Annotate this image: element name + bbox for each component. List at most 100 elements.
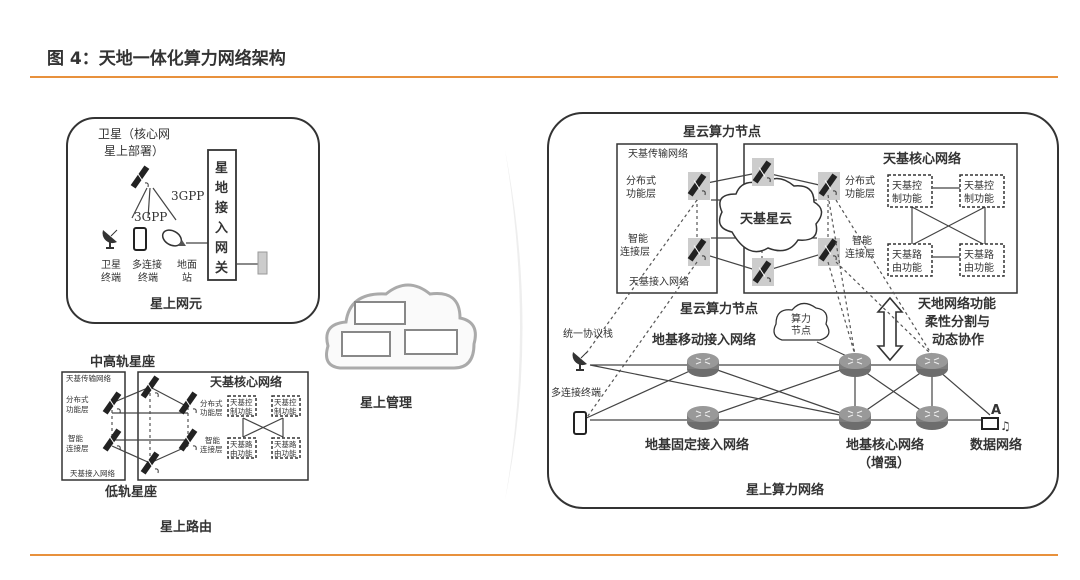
svg-text:A: A <box>991 403 1001 418</box>
panel-management: 星上管理 <box>325 150 523 500</box>
sat-terminal-label-2: 终端 <box>101 271 121 284</box>
flow-arrow-decoration <box>505 150 523 500</box>
svg-text:制功能: 制功能 <box>230 406 253 416</box>
svg-text:天基路: 天基路 <box>230 439 253 449</box>
svg-text:♫: ♫ <box>1000 419 1011 433</box>
server-icon <box>257 251 268 275</box>
layer1-label: 分布式 <box>626 174 656 187</box>
svg-text:由功能: 由功能 <box>892 261 922 274</box>
svg-text:地: 地 <box>215 180 228 196</box>
satellite-core-label-2: 星上部署） <box>104 143 164 158</box>
multi-terminal-label: 多连接 <box>132 258 162 271</box>
svg-text:天基控: 天基控 <box>274 397 297 407</box>
3gpp-label-a: 3GPP <box>171 189 204 203</box>
router-icon <box>915 352 949 378</box>
figure-title: 图 4：天地一体化算力网络架构 <box>47 49 286 69</box>
core-enhanced-label: （增强） <box>858 455 910 471</box>
layer1-label: 分布式 <box>66 394 89 404</box>
3gpp-label-b: 3GPP <box>134 210 167 224</box>
svg-text:由功能: 由功能 <box>274 448 297 458</box>
layer2-label-r: 智能 <box>852 234 872 247</box>
protocol-stack-label: 统一协议栈 <box>563 327 613 340</box>
layer1-label-r: 分布式 <box>200 398 223 408</box>
layer1-label-r: 分布式 <box>845 174 875 187</box>
ground-station-icon <box>161 229 186 247</box>
svg-text:制功能: 制功能 <box>964 192 994 205</box>
layer2-label-r: 智能 <box>205 435 220 445</box>
sky-cloud-label: 天基星云 <box>740 211 792 227</box>
satellite-core-label: 卫星（核心网 <box>98 127 170 141</box>
svg-text:制功能: 制功能 <box>274 406 297 416</box>
panel-routing: 中高轨星座 天基传输网络 分布式 功能层 智能 连接层 天基接入网络 天基核心网… <box>61 354 309 535</box>
svg-text:动态协作: 动态协作 <box>932 332 984 348</box>
layer1-label-2: 功能层 <box>626 187 656 200</box>
satellite-dish-icon <box>101 229 118 249</box>
panel-onboard-element: 卫星（核心网 星上部署） 3GPP 3GPP 卫星 终端 多连接 终端 地面 站… <box>66 117 320 324</box>
core-network-label: 天基核心网络 <box>210 374 282 389</box>
phone-icon <box>133 227 147 251</box>
ground-station-label: 地面 <box>177 258 197 271</box>
panel-caption-compute: 星上算力网络 <box>746 482 824 498</box>
svg-text:天基控: 天基控 <box>964 179 994 192</box>
data-network-label: 数据网络 <box>970 437 1022 453</box>
panel-compute-network: 星云算力节点 天基传输网络 分布式 功能层 智能 连接层 天基接入网络 天基核心… <box>547 112 1059 509</box>
ground-station-label-2: 站 <box>182 271 192 284</box>
fixed-access-label: 地基固定接入网络 <box>645 437 749 453</box>
compute-node-cloud: 算力 节点 <box>773 302 830 341</box>
layer2-label-r2: 连接层 <box>845 247 875 260</box>
svg-text:天地网络功能: 天地网络功能 <box>918 296 996 312</box>
satellite-dish-icon <box>571 351 588 371</box>
svg-text:关: 关 <box>215 260 228 276</box>
split-label: 天地网络功能 柔性分割与 动态协作 <box>918 296 996 348</box>
router-icon <box>915 405 949 431</box>
svg-text:网: 网 <box>215 241 228 256</box>
layer2-label-2: 连接层 <box>620 245 650 258</box>
svg-text:算力: 算力 <box>791 312 811 325</box>
svg-text:天基路: 天基路 <box>274 439 297 449</box>
svg-text:天基控: 天基控 <box>230 397 253 407</box>
layer2-label: 智能 <box>628 232 648 245</box>
transport-network-label: 天基传输网络 <box>66 373 111 383</box>
svg-text:天基控: 天基控 <box>892 179 922 192</box>
gateway-label: 星 地 接 入 网 关 <box>215 161 228 276</box>
svg-text:节点: 节点 <box>791 325 811 337</box>
svg-text:接: 接 <box>215 200 228 216</box>
router-icon <box>686 405 720 431</box>
layer1-label-r2: 功能层 <box>845 187 875 200</box>
meo-geo-label: 中高轨星座 <box>90 354 155 370</box>
svg-text:入: 入 <box>215 221 228 236</box>
cloud-compute-node-label: 星云算力节点 <box>683 124 761 140</box>
sat-terminal-label: 卫星 <box>101 259 121 271</box>
mobile-access-label: 地基移动接入网络 <box>652 332 756 348</box>
router-icon <box>838 405 872 431</box>
svg-text:制功能: 制功能 <box>892 192 922 205</box>
core-network-label: 天基核心网络 <box>883 151 961 167</box>
svg-text:由功能: 由功能 <box>964 261 994 274</box>
cloud-compute-node-label-2: 星云算力节点 <box>680 301 758 317</box>
leo-label: 低轨星座 <box>104 484 157 500</box>
bidirectional-arrow-icon <box>876 296 904 362</box>
svg-text:天基路: 天基路 <box>964 248 994 261</box>
transport-network-label: 天基传输网络 <box>628 147 688 160</box>
panel-caption-routing: 星上路由 <box>160 519 212 535</box>
panel-caption-onboard: 星上网元 <box>150 297 202 312</box>
layer2-label-r2: 连接层 <box>200 444 223 454</box>
panel-caption-management: 星上管理 <box>360 395 412 411</box>
phone-icon <box>573 411 587 435</box>
bottom-divider <box>30 554 1058 556</box>
gateway-box <box>207 149 237 281</box>
access-network-label: 天基接入网络 <box>629 275 689 288</box>
svg-text:天基路: 天基路 <box>892 248 922 261</box>
layer2-label-2: 连接层 <box>66 443 89 453</box>
layer1-label-2: 功能层 <box>66 404 89 414</box>
access-network-label: 天基接入网络 <box>70 468 115 478</box>
